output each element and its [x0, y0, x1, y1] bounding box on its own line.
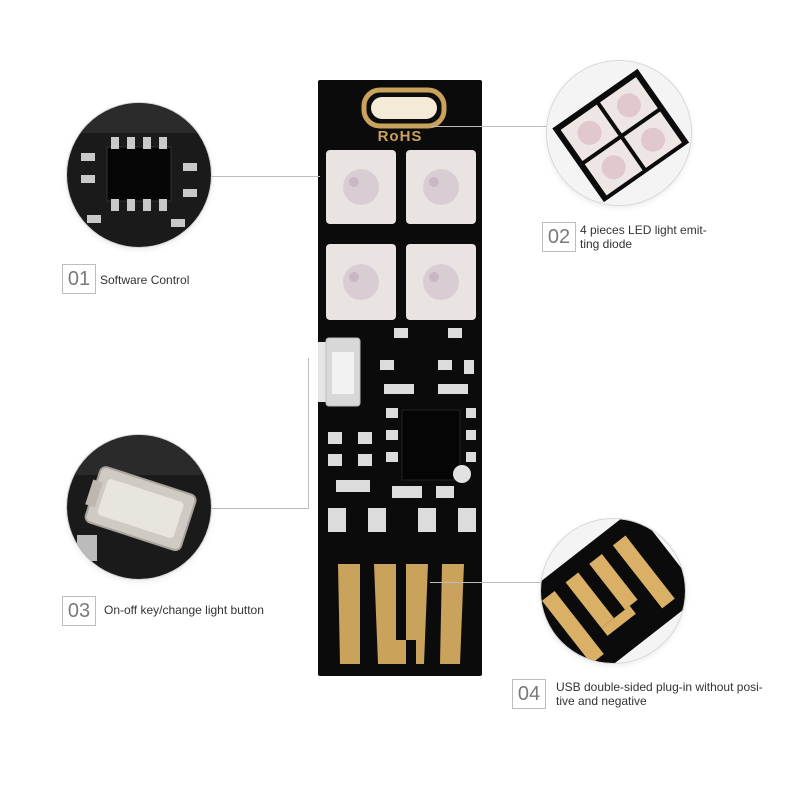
feature-label-04-line2: tive and negative [556, 694, 647, 708]
chip-closeup-icon [67, 103, 211, 247]
rohs-label: RoHS [377, 128, 423, 145]
feature-number-01: 01 [62, 264, 96, 294]
feature-number-04: 04 [512, 679, 546, 709]
smd-components [328, 328, 476, 532]
led-closeup-image [546, 60, 692, 206]
feature-label-02-line1: 4 pieces LED light emit- [580, 223, 707, 237]
controller-chip [401, 409, 461, 481]
connector-line-3b [210, 508, 309, 509]
usb-contacts-closeup-image [540, 518, 686, 664]
feature-label-03: On-off key/change light button [104, 603, 264, 617]
switch-closeup-icon [67, 435, 211, 579]
chip-closeup-image [66, 102, 212, 248]
lanyard-hole-center [371, 97, 437, 119]
pcb-body [318, 80, 482, 676]
switch-closeup-image [66, 434, 212, 580]
connector-line-4 [430, 582, 540, 583]
led-closeup-icon [547, 61, 691, 205]
feature-number-02: 02 [542, 222, 576, 252]
pcb-illustration [316, 80, 482, 676]
feature-label-04-line1: USB double-sided plug-in without posi- [556, 680, 763, 694]
feature-label-02-line2: ting diode [580, 237, 633, 251]
led-array [326, 150, 476, 320]
lanyard-hole [361, 87, 447, 129]
feature-label-01: Software Control [100, 273, 190, 287]
connector-line-3a [308, 358, 309, 508]
usb-contacts-closeup-icon [541, 519, 685, 663]
usb-contacts [338, 564, 464, 664]
side-switch [316, 337, 361, 407]
usb-led-board [316, 80, 482, 676]
connector-line-1 [210, 176, 320, 177]
feature-number-03: 03 [62, 596, 96, 626]
round-component [453, 465, 471, 483]
connector-line-2 [432, 126, 548, 127]
